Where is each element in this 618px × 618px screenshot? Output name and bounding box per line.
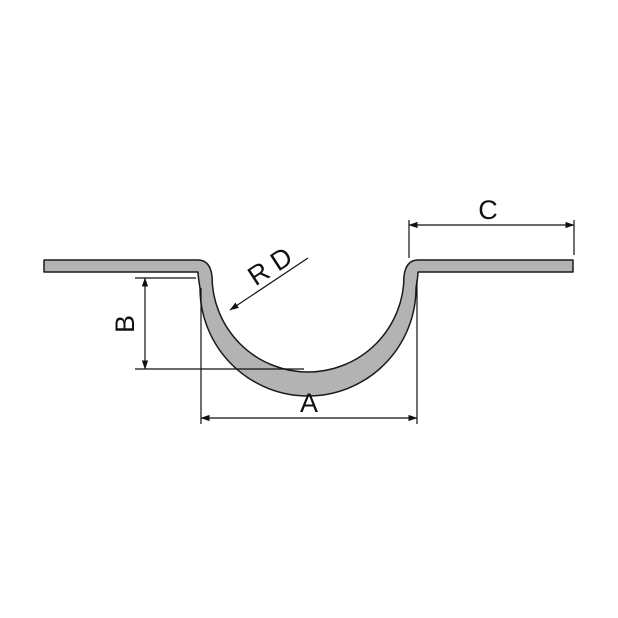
sheet-metal-profile (43, 259, 574, 397)
dimension-rd-label: R D (242, 241, 297, 291)
dimension-c: C (408, 195, 575, 258)
dimension-rd: R D (229, 241, 309, 311)
dimension-c-label: C (478, 195, 498, 225)
dimension-b-label: B (110, 315, 140, 333)
dimension-b: B (110, 277, 304, 370)
dimension-a: A (200, 280, 418, 424)
dimension-a-label: A (300, 388, 318, 418)
dimension-rd-leader (229, 257, 309, 311)
